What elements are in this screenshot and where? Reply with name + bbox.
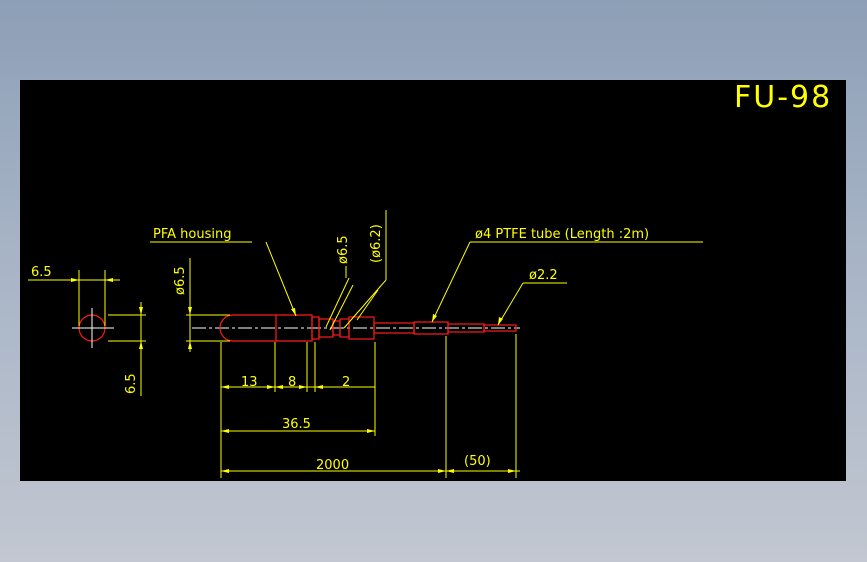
end-height-arrow-bottom [139,341,143,349]
callout-dia65-label: ø6.5 [336,235,351,264]
dim-365-label: 36.5 [282,417,311,432]
side-height-arrow-top [188,307,192,315]
callout-dia62-leader-b [356,289,379,321]
dim-8-label: 8 [288,375,296,390]
callout-tip-arrow [498,317,503,325]
side-view: ø6.5 PFA housing ø6.5 (ø6.2) ø4 PTFE tub… [150,210,703,478]
dim-365-arrow-l [221,429,229,433]
end-width-arrow-left [71,278,79,282]
end-width-arrow-right [105,278,113,282]
end-height-arrow-top [139,307,143,315]
side-height-label: ø6.5 [173,266,188,295]
callout-dia62-leader [343,279,387,329]
callout-tube-arrow [432,314,437,322]
dim-8-arrow-r [299,385,307,389]
dim-2000-label: 2000 [316,458,349,473]
dim-13-arrow-l [221,385,229,389]
callout-housing-leader [265,241,297,317]
callout-tube-leader [431,241,471,323]
dim-50-label: (50) [464,454,491,469]
dim-8-arrow-l [275,385,283,389]
callout-dia65-leader-b [329,284,354,331]
callout-housing-arrow [291,308,296,316]
dim-13-label: 13 [241,375,258,390]
cad-drawing: FU-98 6.5 6.5 [28,80,832,478]
callout-tip-label: ø2.2 [529,268,558,283]
drawing-title: FU-98 [734,80,832,115]
end-height-label: 6.5 [124,373,139,394]
dim-2-arrow-l [315,385,323,389]
callout-dia62-label: (ø6.2) [369,224,384,263]
callout-dia65-leader-a [325,277,350,328]
end-width-label: 6.5 [31,265,52,280]
callout-tip-leader [497,282,524,326]
callout-tube-label: ø4 PTFE tube (Length :2m) [475,227,649,242]
dim-2000-arrow-r [438,469,446,473]
housing-body-outline [219,314,313,342]
cad-drawing-canvas: FU-98 6.5 6.5 [20,80,846,481]
side-height-arrow-bottom [188,341,192,349]
tube-tip [483,324,517,332]
dim-2000-arrow-l [221,469,229,473]
end-view: 6.5 6.5 [28,265,146,396]
dim-2-label: 2 [342,375,350,390]
dim-365-arrow-r [367,429,375,433]
callout-housing-label: PFA housing [153,227,231,242]
dim-50-arrow-l [446,469,454,473]
dim-50-arrow-r [508,469,516,473]
dim-13-arrow-r [267,385,275,389]
